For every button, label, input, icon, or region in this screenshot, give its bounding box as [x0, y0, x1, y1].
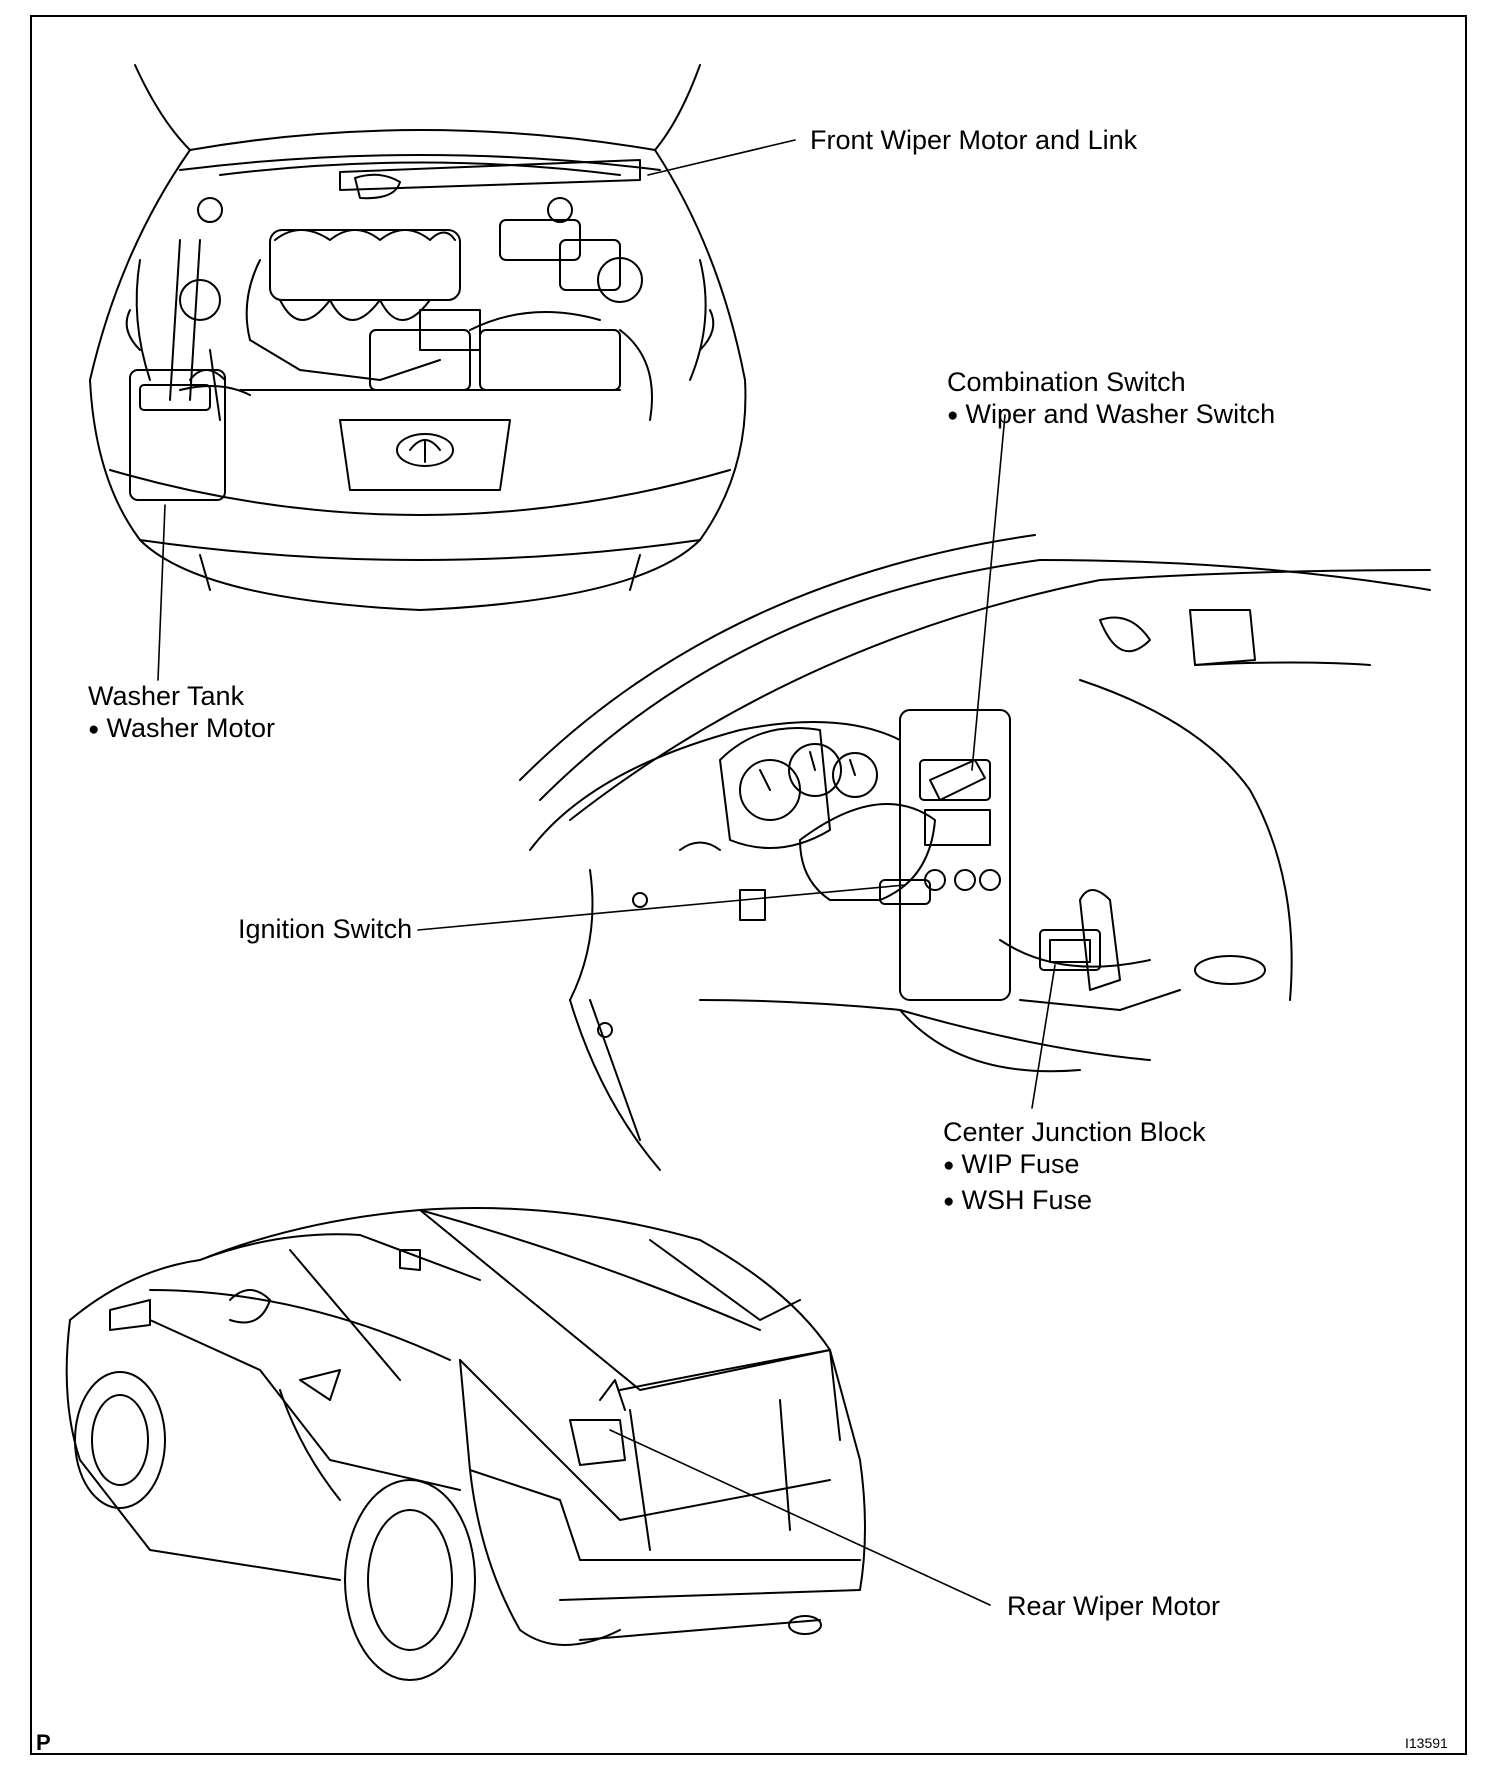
leader-combination-switch — [971, 414, 1006, 771]
center-junction-block-title: Center Junction Block — [943, 1117, 1206, 1147]
front-wiper-title: Front Wiper Motor and Link — [810, 125, 1138, 155]
leader-center-junction-block — [1031, 964, 1056, 1109]
combination-switch-title: Combination Switch — [947, 367, 1186, 397]
washer-tank-title: Washer Tank — [88, 681, 245, 711]
ignition-switch-label: Ignition Switch — [238, 913, 412, 945]
washer-tank-label: Washer Tank Washer Motor — [88, 680, 275, 748]
engine-bay-illustration — [89, 64, 747, 611]
leader-lines — [157, 139, 1056, 1606]
combination-switch-label: Combination Switch Wiper and Washer Swit… — [947, 366, 1275, 434]
front-wiper-label: Front Wiper Motor and Link — [810, 124, 1137, 156]
wip-fuse-item: WIP Fuse — [943, 1148, 1206, 1184]
ignition-switch-title: Ignition Switch — [238, 914, 413, 944]
leader-rear-wiper — [609, 1429, 991, 1606]
leader-ignition-switch — [417, 884, 906, 931]
rear-wiper-label: Rear Wiper Motor — [1007, 1590, 1220, 1622]
rear-wiper-title: Rear Wiper Motor — [1007, 1591, 1221, 1621]
washer-tank-item: Washer Motor — [88, 712, 275, 748]
leader-washer-tank — [157, 504, 166, 681]
combination-switch-item: Wiper and Washer Switch — [947, 398, 1275, 434]
rear-car-illustration — [65, 1207, 866, 1681]
wsh-fuse-item: WSH Fuse — [943, 1184, 1206, 1220]
cockpit-illustration — [519, 534, 1431, 1171]
center-junction-block-label: Center Junction Block WIP Fuse WSH Fuse — [943, 1116, 1206, 1220]
corner-mark: P — [36, 1730, 51, 1755]
figure-id: I13591 — [1405, 1735, 1448, 1751]
leader-front-wiper — [647, 139, 796, 176]
diagram-frame — [30, 15, 1467, 1755]
